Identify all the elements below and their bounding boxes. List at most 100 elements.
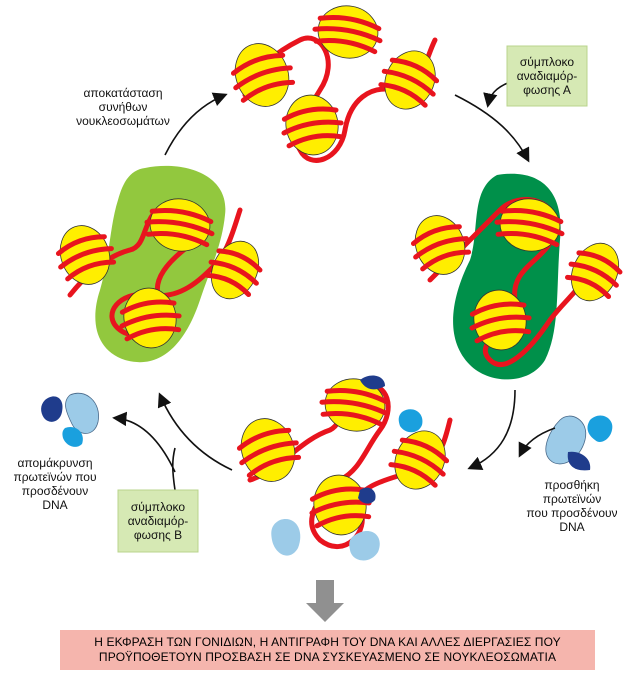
label-line: φωσης Β xyxy=(133,528,183,542)
nucleosome xyxy=(144,198,215,252)
dna-wrap xyxy=(246,454,302,478)
dna-wrap xyxy=(391,448,446,477)
label-line: που προσδένουν xyxy=(526,506,618,520)
dna-wrap xyxy=(410,224,462,246)
dna-wrap xyxy=(469,314,532,331)
protein-cyan-shape xyxy=(587,415,613,442)
protein-cyan-shape xyxy=(398,409,423,433)
dna-wrap xyxy=(286,133,344,149)
nucleosome xyxy=(281,94,344,156)
nucleosome xyxy=(312,5,383,59)
label-line: πρωτεϊνών που xyxy=(13,470,97,484)
cycle-arrow-bottom-left xyxy=(157,392,233,471)
dna-wrap xyxy=(144,219,215,237)
dna-wrap xyxy=(240,79,296,103)
dna-wrap xyxy=(474,328,532,344)
label-add-proteins: προσθήκη πρωτεϊνών που προσδένουν DNA xyxy=(522,478,622,534)
dna-wrap xyxy=(230,52,286,76)
protein-light-blue-shape xyxy=(349,531,380,561)
dna-wrap xyxy=(565,274,612,300)
dna-wrap xyxy=(313,38,378,55)
label-remove-proteins: απομάκρυνση πρωτεϊνών που προσδένουν DNA xyxy=(5,456,105,512)
banner-line: ΠΡΟΫΠΟΘΕΤΟΥΝ ΠΡΟΣΒΑΣΗ ΣΕ DNA ΣΥΣΚΕΥΑΣΜΕΝ… xyxy=(98,650,557,664)
dna-wrap xyxy=(381,68,436,97)
nucleosome xyxy=(236,418,302,482)
label-restore-nucleosomes: αποκατάσταση συνήθων νουκλεοσωμάτων xyxy=(58,86,188,128)
nucleosome xyxy=(388,430,450,490)
remove-proteins-exit-arrow xyxy=(112,411,176,473)
label-line: προσθήκη xyxy=(544,478,600,492)
dna-wrap xyxy=(208,259,259,286)
protein-dark-blue-shape xyxy=(358,487,376,504)
label-line: προσδένουν xyxy=(21,484,89,498)
down-arrow xyxy=(306,580,344,622)
complex-b-entry-arrow xyxy=(171,447,176,491)
complex-a-box-bg xyxy=(506,45,588,107)
label-line: DNA xyxy=(42,498,68,512)
label-line: συνήθων xyxy=(98,100,148,114)
dna-wrap xyxy=(314,513,372,529)
protein-light-blue-shape xyxy=(271,519,301,556)
cycle-arrow-bottom-right xyxy=(467,389,516,471)
cycle-arrow-top-left xyxy=(164,92,228,156)
dna-wrap xyxy=(281,106,339,122)
dna-wrap xyxy=(317,15,382,32)
protein-dark-blue-shape xyxy=(567,451,591,471)
protein-dark-blue-shape xyxy=(41,396,63,422)
dna-wrap xyxy=(388,462,438,488)
dna-wrap xyxy=(58,246,114,270)
dna-wrap xyxy=(145,231,210,248)
dna-wrap xyxy=(499,208,564,225)
label-line: φωσης Α xyxy=(523,83,571,97)
nucleosome xyxy=(494,198,565,252)
dna-wrap xyxy=(216,248,263,273)
label-line: σύμπλοκο xyxy=(519,55,575,69)
dna-wrap xyxy=(149,208,214,225)
label-line: σύμπλοκο xyxy=(130,500,186,514)
nucleosome xyxy=(55,225,117,285)
nucleosome xyxy=(469,289,532,351)
dna-wrap xyxy=(378,82,428,108)
dna-wrap xyxy=(495,231,560,248)
nucleosome xyxy=(410,215,472,275)
label-line: αναδιαμόρ- xyxy=(516,69,578,83)
dna-binding-proteins-bottom xyxy=(271,375,423,561)
protein-light-blue-shape xyxy=(65,392,99,434)
dna-wrap xyxy=(420,249,472,272)
nucleosome xyxy=(119,287,182,349)
dna-wrap xyxy=(236,427,292,451)
nucleosome xyxy=(230,43,296,107)
dna-wrap xyxy=(119,299,177,315)
label-line: πρωτεϊνών xyxy=(542,492,602,506)
dna-wrap xyxy=(55,234,107,256)
label-line: DNA xyxy=(559,520,585,534)
dna-wrap xyxy=(413,236,469,260)
dna-wrap xyxy=(309,486,367,502)
add-proteins-entry-arrow xyxy=(518,427,556,458)
dna-wrap xyxy=(389,57,440,84)
label-line: απομάκρυνση xyxy=(17,456,93,470)
label-line: αποκατάσταση xyxy=(83,86,163,100)
label-complex-b: σύμπλοκο αναδιαμόρ- φωσης Β xyxy=(118,490,198,552)
dna-binding-proteins-left xyxy=(41,392,99,447)
dna-binding-proteins-right xyxy=(545,415,613,471)
dna-wrap xyxy=(205,272,252,298)
dna-wrap xyxy=(568,261,619,288)
dna-wrap xyxy=(239,440,299,466)
dna-wrap xyxy=(324,388,389,405)
dna-wrap xyxy=(312,26,383,44)
dna-wrap xyxy=(469,301,527,317)
dna-wrap xyxy=(576,250,623,275)
label-line: αναδιαμόρ- xyxy=(127,514,189,528)
dna-wrap xyxy=(233,65,293,91)
nucleosome xyxy=(309,474,372,536)
banner-line: Η ΕΚΦΡΑΣΗ ΤΩΝ ΓΟΝΙΔΙΩΝ, Η ΑΝΤΙΓΡΑΦΗ ΤΟΥ … xyxy=(94,635,561,649)
dna-wrap xyxy=(124,326,182,342)
dna-wrap xyxy=(319,399,390,417)
dna-wrap xyxy=(399,437,450,464)
nucleosome xyxy=(378,50,440,110)
nucleosome xyxy=(565,242,623,302)
dna-wrap xyxy=(65,259,117,282)
dna-wrap xyxy=(494,219,565,237)
